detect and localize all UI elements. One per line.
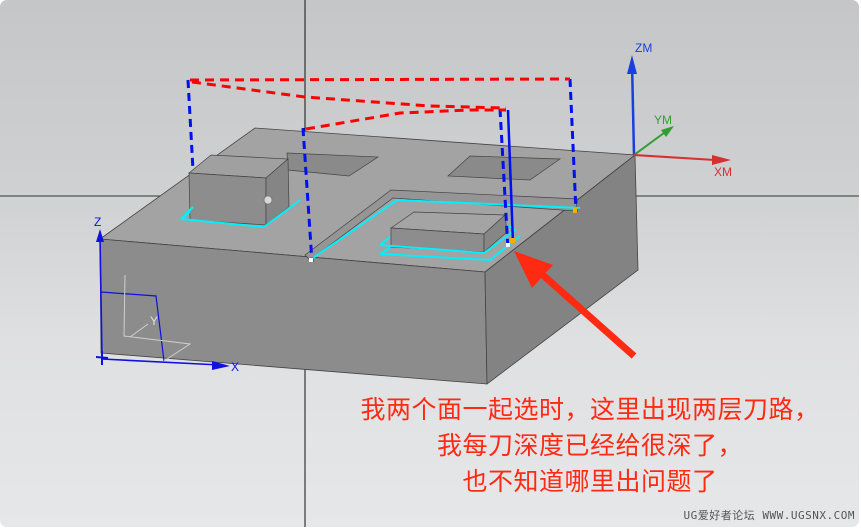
hole-marker — [263, 195, 273, 205]
plunge-line — [506, 109, 515, 244]
annotation-line-3: 也不知道哪里出问题了 — [462, 467, 718, 496]
annotation-line-1: 我两个面一起选时，这里出现两层刀路， — [360, 395, 820, 424]
point-marker — [309, 258, 313, 262]
mcs-y-label: YM — [654, 113, 672, 127]
block-right-face[interactable] — [484, 154, 639, 385]
mcs-x-label: XM — [714, 165, 732, 179]
wcs-z-label: Z — [94, 215, 101, 229]
mcs-y-axis — [633, 129, 669, 156]
engage-retract-path[interactable] — [186, 78, 578, 263]
annotation-text: 我两个面一起选时，这里出现两层刀路， 我每刀深度已经给很深了， 也不知道哪里出问… — [330, 392, 850, 500]
wcs-y-label: Y — [150, 314, 158, 328]
point-marker — [573, 208, 577, 213]
cut-toolpath[interactable] — [180, 198, 581, 262]
point-marker — [510, 238, 515, 243]
boss-left-front[interactable] — [188, 172, 267, 226]
mcs-z-label: ZM — [635, 41, 652, 55]
point-marker — [506, 243, 510, 247]
mcs-x-axis — [633, 154, 716, 161]
wcs-x-label: X — [231, 360, 239, 374]
mcs-z-axis — [630, 61, 636, 156]
annotation-arrow-icon — [514, 251, 637, 359]
watermark: UG爱好者论坛 WWW.UGSNX.COM — [683, 509, 855, 522]
wcs-csys[interactable]: Z Y X — [94, 215, 239, 374]
rapid-path[interactable] — [189, 77, 571, 131]
mcs-csys[interactable]: ZM YM XM — [627, 41, 732, 179]
annotation-line-2: 我每刀深度已经给很深了， — [436, 431, 743, 460]
wcs-z-axis — [99, 236, 103, 360]
wcs-x-axis — [101, 358, 221, 366]
